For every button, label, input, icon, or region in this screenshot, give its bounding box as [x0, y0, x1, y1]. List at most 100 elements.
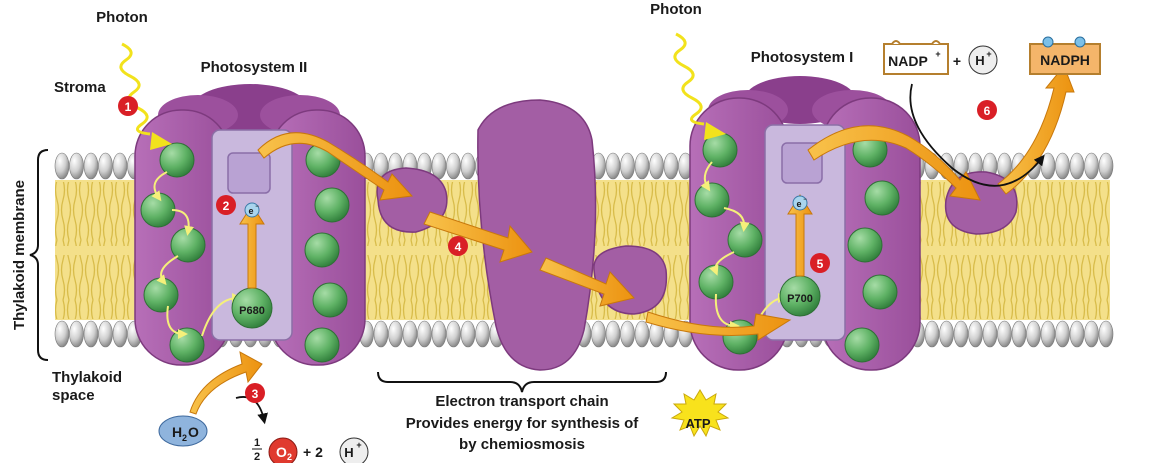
cytochrome-complex: [477, 99, 597, 371]
svg-text:NADP: NADP: [888, 53, 928, 69]
hydrogen-ion-reactant: H +: [968, 45, 998, 75]
hydrogen-ion-product: H +: [339, 437, 369, 463]
lipid-head: [649, 152, 664, 180]
lipid-head: [112, 152, 128, 180]
step-1-marker: 1: [118, 96, 138, 116]
lipid-head: [924, 320, 940, 348]
stroma-label: Stroma: [54, 79, 106, 96]
electron-flow-arrows: [189, 65, 1075, 415]
lipid-head: [460, 152, 476, 180]
lipid-head: [634, 152, 650, 180]
svg-text:e: e: [248, 206, 253, 216]
step-3-marker: 3: [245, 383, 265, 403]
step-2-marker: 2: [216, 195, 236, 215]
lipid-head: [953, 320, 969, 348]
lipid-head: [69, 152, 84, 180]
thylakoid-membrane-label: Thylakoid membrane: [11, 180, 28, 330]
water-molecule: H 2 O: [158, 415, 208, 447]
svg-text:+: +: [986, 49, 991, 59]
lipid-head: [373, 320, 389, 348]
svg-text:+: +: [356, 440, 361, 450]
lipid-head: [1055, 320, 1070, 348]
svg-text:NADPH: NADPH: [1040, 52, 1090, 68]
reaction-center-p680: P680: [231, 287, 273, 329]
photosystem-i-label: Photosystem I: [751, 49, 854, 66]
lipid-head: [1026, 320, 1041, 348]
photon-left-label: Photon: [96, 9, 148, 26]
lipid-head: [1040, 320, 1056, 348]
antenna-chlorophylls: [140, 132, 900, 363]
lipid-head: [591, 320, 606, 348]
atp-starburst: ATP: [670, 389, 730, 438]
lipid-head: [98, 152, 113, 180]
p700-label: P700: [787, 293, 813, 305]
lipid-head: [98, 320, 113, 348]
svg-text:1: 1: [125, 100, 132, 114]
lipid-head: [1084, 320, 1099, 348]
svg-text:2: 2: [287, 452, 292, 462]
lipid-head: [620, 152, 635, 180]
svg-text:5: 5: [817, 257, 824, 271]
etc-bracket: [377, 371, 667, 393]
svg-text:2: 2: [254, 451, 260, 463]
step-4-marker: 4: [448, 236, 468, 256]
lipid-head: [997, 320, 1012, 348]
lipid-head: [1084, 152, 1099, 180]
electron-marker-i: e −: [792, 195, 808, 211]
svg-text:O: O: [188, 424, 199, 440]
lipid-head: [1069, 152, 1085, 180]
svg-text:H: H: [172, 424, 182, 440]
etc-line3: by chemiosmosis: [459, 436, 585, 453]
lipid-head: [1040, 152, 1056, 180]
lipid-head: [1098, 152, 1114, 180]
lipid-head: [605, 320, 621, 348]
lipid-head: [1098, 320, 1114, 348]
svg-text:4: 4: [455, 240, 462, 254]
svg-text:1: 1: [254, 437, 260, 449]
lipid-head: [460, 320, 476, 348]
lipid-head: [1069, 320, 1085, 348]
lipid-head: [1011, 320, 1027, 348]
svg-text:H: H: [344, 445, 353, 460]
lipid-head: [83, 320, 99, 348]
photon-left: [119, 42, 172, 150]
svg-text:−: −: [255, 204, 259, 210]
nadph-box: NADPH: [1029, 36, 1101, 75]
step-5-marker: 5: [810, 253, 830, 273]
lipid-head: [54, 152, 70, 180]
svg-text:H: H: [975, 53, 984, 68]
step-6-marker: 6: [977, 100, 997, 120]
lipid-head: [1055, 152, 1070, 180]
lipid-head: [388, 320, 403, 348]
svg-text:2: 2: [182, 433, 187, 443]
thylakoid-membrane-bracket: Thylakoid membrane: [11, 149, 49, 361]
step-markers: 1 2 3 4 5 6: [118, 96, 997, 403]
reaction-center-p700: P700: [779, 275, 821, 317]
svg-text:e: e: [796, 199, 801, 209]
lipid-head: [982, 320, 998, 348]
photon-right-label: Photon: [650, 1, 702, 18]
atp-label: ATP: [685, 416, 710, 431]
thylakoid-space-label-line2: space: [52, 387, 95, 404]
lipid-head: [112, 320, 128, 348]
thylakoid-space-label-line1: Thylakoid: [52, 369, 122, 386]
lipid-head: [417, 320, 432, 348]
lipid-head: [939, 320, 954, 348]
photosystem-ii-label: Photosystem II: [201, 59, 308, 76]
electron-marker-ii: e −: [244, 202, 260, 218]
svg-text:2: 2: [223, 199, 230, 213]
lipid-head: [446, 152, 461, 180]
primary-electron-acceptor-ii: [227, 152, 271, 194]
lipid-head: [402, 320, 418, 348]
svg-text:O: O: [276, 444, 287, 460]
nadp-box: NADP +: [883, 40, 949, 75]
lipid-head: [634, 320, 650, 348]
etc-title: Electron transport chain: [435, 393, 608, 410]
p680-label: P680: [239, 305, 265, 317]
svg-text:+: +: [935, 49, 940, 59]
lipid-head: [620, 320, 635, 348]
lipid-head: [69, 320, 84, 348]
svg-text:−: −: [803, 197, 807, 203]
